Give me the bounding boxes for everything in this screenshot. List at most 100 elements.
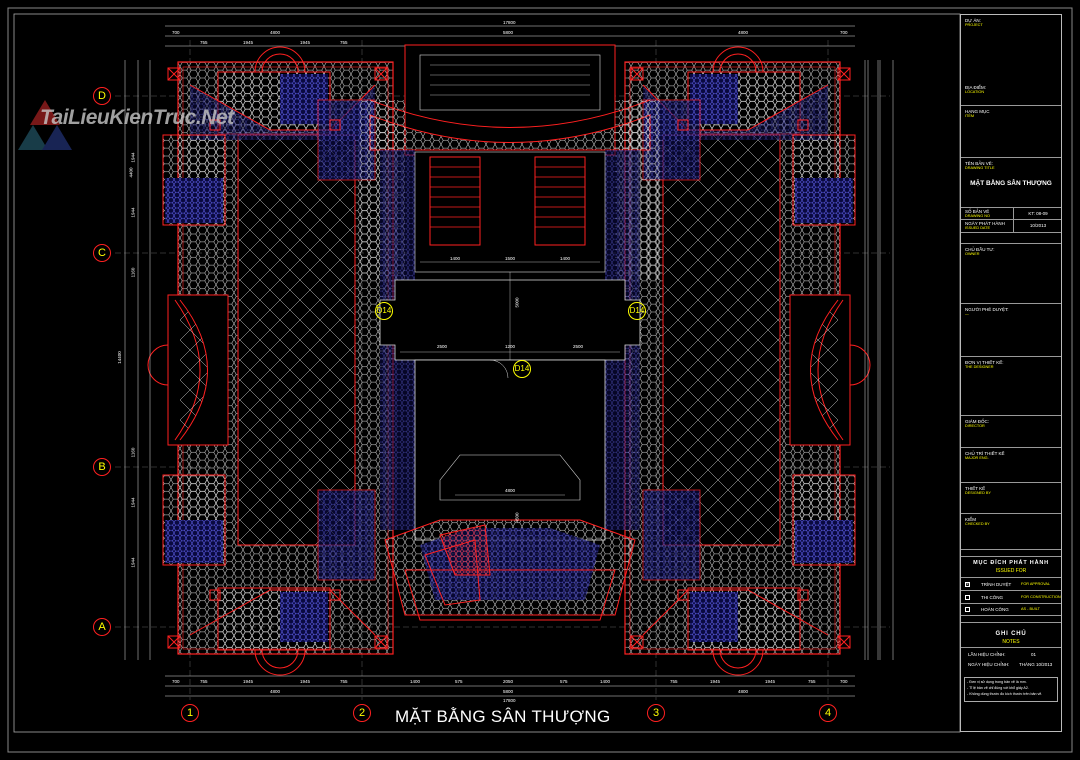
watermark-logo (18, 100, 72, 150)
sublabel: DIRECTOR (965, 424, 985, 428)
sublabel: CHECKED BY (965, 522, 990, 526)
label: DỰ ÁN: (965, 18, 981, 23)
label: THIẾT KẾ (965, 486, 986, 491)
label: SỐ BẢN VẼ (965, 209, 990, 214)
note-line: - Tỉ lệ bản vẽ chỉ đúng với khổ giấy A2. (967, 686, 1029, 690)
drawing-title: MẶT BẰNG SÂN THƯỢNG (395, 707, 611, 726)
sublabel: PROJECT (965, 23, 983, 27)
dim-text: 4800 (270, 30, 281, 35)
door-tag: D14 (375, 302, 393, 320)
dim-text: 5800 (503, 30, 514, 35)
dim-text: 17800 (503, 20, 516, 25)
dim-text: 4800 (738, 30, 749, 35)
revision-date-label: NGÀY HIỆU CHỈNH: (968, 662, 1010, 667)
option-label: THI CÔNG (981, 595, 1003, 600)
label: TÊN BẢN VẼ: (965, 161, 994, 166)
grid-bubble-c: C (93, 244, 111, 262)
grid-bubble-3: 3 (647, 704, 665, 722)
sublabel: ITEM (965, 114, 975, 118)
dim-text: 2500 (573, 344, 584, 349)
note-line: - Đơn vị sử dụng trong bản vẽ là mm. (967, 680, 1027, 684)
dim-text: 1944 (130, 497, 136, 508)
option-sublabel: FOR CONSTRUCTION (1021, 595, 1061, 599)
tb-approver: NGƯỜI PHÊ DUYỆT: — (961, 304, 1061, 357)
dim-text: 1945 (300, 679, 311, 684)
issued-for-option[interactable]: THI CÔNG FOR CONSTRUCTION (961, 591, 1061, 604)
drawing-no-value: KT: 08-09 (1013, 208, 1062, 219)
notes-list: - Đơn vị sử dụng trong bản vẽ là mm. - T… (964, 677, 1058, 702)
label: ĐỊA ĐIỂM: (965, 85, 987, 90)
sublabel: — (965, 312, 969, 316)
tb-issued-for: MỤC ĐÍCH PHÁT HÀNH ISSUED FOR (961, 557, 1061, 578)
dim-text: 1400 (450, 256, 461, 261)
dim-text: 755 (200, 679, 208, 684)
dim-text: 1500 (505, 256, 516, 261)
tb-notes-header: GHI CHÚ NOTES (961, 623, 1061, 648)
tb-revision: LẦN HIỆU CHỈNH: 01 NGÀY HIỆU CHỈNH: THÁN… (961, 651, 1061, 675)
label: CHỦ ĐẦU TƯ: (965, 247, 995, 252)
dim-text: 4800 (738, 689, 749, 694)
dim-text: 1944 (130, 557, 136, 568)
dim-text: 1945 (300, 40, 311, 45)
label: CHỦ TRÌ THIẾT KẾ (965, 451, 1005, 456)
dim-text: 700 (172, 30, 180, 35)
dim-text: 1400 (410, 679, 421, 684)
title-block: DỰ ÁN: PROJECT ĐỊA ĐIỂM: LOCATION HẠNG M… (960, 14, 1062, 732)
tb-spacer (961, 616, 1061, 623)
dim-text: 1945 (710, 679, 721, 684)
dim-text: 2500 (437, 344, 448, 349)
notes-sub: NOTES (1002, 639, 1020, 645)
drawing-title-value: MẶT BẰNG SÂN THƯỢNG (970, 180, 1052, 187)
dim-text: 575 (560, 679, 568, 684)
sublabel: DESIGNED BY (965, 491, 991, 495)
dim-text: 1400 (600, 679, 611, 684)
tb-item: HẠNG MỤC ITEM (961, 106, 1061, 158)
tb-issued-date: NGÀY PHÁT HÀNH ISSUED DATE 10/2013 (961, 220, 1061, 233)
issued-for-option[interactable]: HOÀN CÔNG AS - BUILT (961, 604, 1061, 616)
dim-text: 1160 (130, 267, 136, 278)
dim-text: 700 (840, 30, 848, 35)
sublabel: DRAWING NO (965, 214, 990, 218)
sublabel: MAJOR ENG. (965, 456, 989, 460)
grid-bubble-4: 4 (819, 704, 837, 722)
watermark-text: TaiLieuKienTruc.Net (40, 106, 234, 129)
grid-bubble-a: A (93, 618, 111, 636)
dim-text: 1944 (130, 207, 136, 218)
dimension-lines (165, 25, 879, 697)
label: NGƯỜI PHÊ DUYỆT: (965, 307, 1009, 312)
checkbox[interactable] (965, 607, 970, 612)
option-sublabel: AS - BUILT (1021, 607, 1040, 611)
revision-date-value: THÁNG 10/2013 (1019, 662, 1053, 667)
dim-text: 1945 (243, 40, 254, 45)
issued-for-title: MỤC ĐÍCH PHÁT HÀNH (973, 560, 1049, 566)
tb-owner: CHỦ ĐẦU TƯ: OWNER (961, 244, 1061, 304)
dim-text: 1400 (560, 256, 571, 261)
issued-date-value: 10/2013 (1013, 220, 1062, 232)
checkbox[interactable] (965, 595, 970, 600)
grid-bubble-b: B (93, 458, 111, 476)
revision-value: 01 (1031, 652, 1037, 657)
tb-director: GIÁM ĐỐC: DIRECTOR (961, 416, 1061, 448)
tb-designed-by: THIẾT KẾ DESIGNED BY (961, 483, 1061, 514)
option-sublabel: FOR APPROVAL (1021, 582, 1051, 586)
label: KIỂM (965, 517, 977, 522)
option-label: TRÌNH DUYỆT (981, 582, 1012, 587)
dim-text: 700 (172, 679, 180, 684)
tb-spacer (961, 233, 1061, 244)
dim-text: 755 (200, 40, 208, 45)
dim-text: 575 (455, 679, 463, 684)
issued-for-option[interactable]: × TRÌNH DUYỆT FOR APPROVAL (961, 578, 1061, 591)
option-label: HOÀN CÔNG (981, 607, 1009, 612)
checkbox-checked[interactable]: × (965, 582, 970, 588)
grid-bubble-d: D (93, 87, 111, 105)
dim-text: 14400 (116, 351, 122, 364)
dim-text: 5000 (514, 297, 520, 308)
label: NGÀY PHÁT HÀNH (965, 221, 1005, 226)
left-wing (124, 46, 394, 676)
sublabel: THE DESIGNER (965, 365, 994, 369)
tb-drawing-title: TÊN BẢN VẼ: DRAWING TITLE MẶT BẰNG SÂN T… (961, 158, 1061, 208)
dim-text: 4400 (128, 167, 134, 178)
dim-text: 755 (670, 679, 678, 684)
center-block (360, 44, 660, 621)
